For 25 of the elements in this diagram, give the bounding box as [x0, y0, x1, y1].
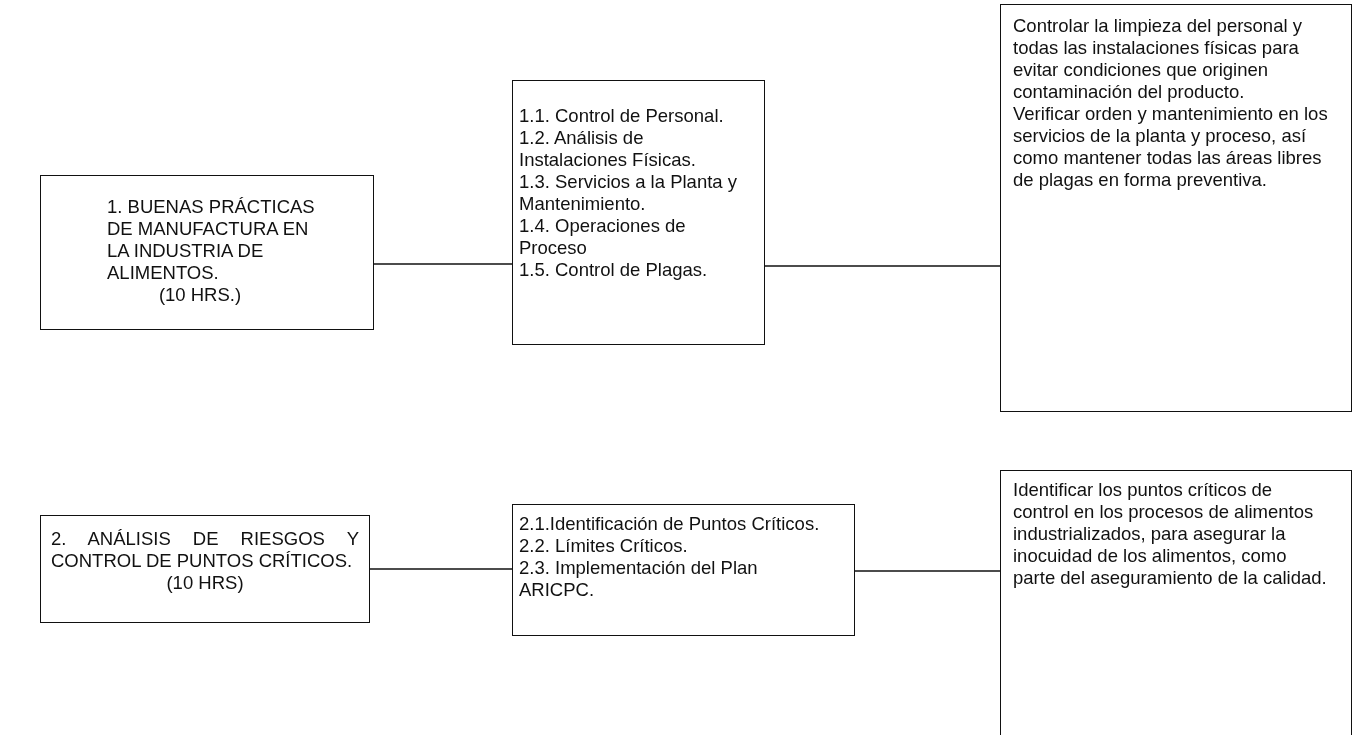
- description-text: Identificar los puntos críticos de control en los procesos de alimentos industrializados, para asegurar la inocuidad de los alimentos, como parte del aseguramiento de la calidad.: [1013, 479, 1328, 589]
- text-box: [40, 175, 374, 330]
- text-box: [512, 504, 855, 636]
- duration: (10 HRS.): [157, 284, 243, 306]
- list-item: 2.1.Identificación de Puntos Críticos.: [519, 513, 821, 535]
- connector-line: [369, 568, 513, 570]
- description-text: Verificar orden y mantenimiento en los servicios de la planta y proceso, así como mantener todas las áreas libres de plagas en forma preventiva.: [1013, 103, 1329, 191]
- list-item: 1.5. Control de Plagas.: [519, 259, 709, 281]
- list-item: 1.4. Operaciones de Proceso: [519, 215, 687, 259]
- text-box: [1000, 4, 1352, 412]
- text-box: [1000, 470, 1352, 735]
- topic-title: 2. ANÁLISIS DE RIESGOS Y CONTROL DE PUNTOS CRÍTICOS.: [51, 528, 359, 572]
- text-box: [40, 515, 370, 623]
- list-item: 1.3. Servicios a la Planta y Mantenimiento.: [519, 171, 738, 215]
- connector-line: [854, 570, 1001, 572]
- list-item: 1.1. Control de Personal.: [519, 105, 725, 127]
- list-item: 2.2. Límites Críticos.: [519, 535, 689, 557]
- list-item: 1.2. Análisis de Instalaciones Físicas.: [519, 127, 697, 171]
- description-text: Controlar la limpieza del personal y todas las instalaciones físicas para evitar condiciones que originen contaminación del producto.: [1013, 15, 1303, 103]
- connector-line: [373, 263, 513, 265]
- duration: (10 HRS): [165, 572, 245, 594]
- text-box: [512, 80, 765, 345]
- list-item: 2.3. Implementación del Plan ARICPC.: [519, 557, 759, 601]
- topic-title: 1. BUENAS PRÁCTICAS DE MANUFACTURA EN LA INDUSTRIA DE ALIMENTOS.: [107, 196, 316, 284]
- connector-line: [764, 265, 1001, 267]
